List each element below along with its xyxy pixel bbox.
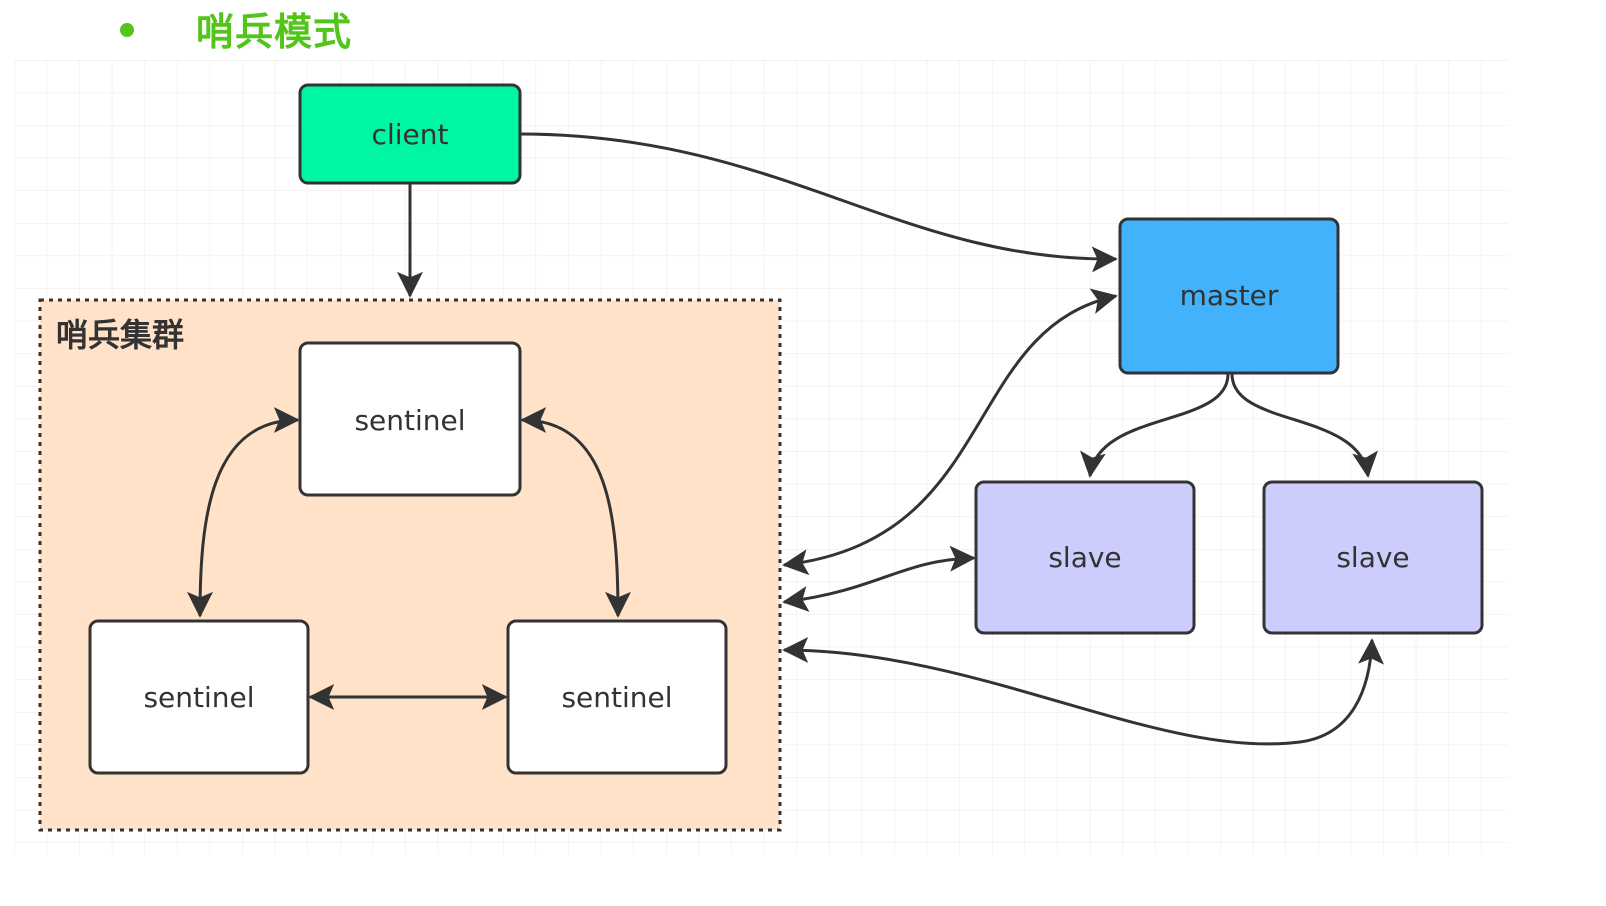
section-heading: 哨兵模式 (120, 4, 352, 54)
bullet-icon (120, 23, 134, 37)
svg-text:sentinel: sentinel (561, 681, 672, 714)
svg-text:client: client (372, 118, 449, 151)
edge-cluster-slave-1 (782, 545, 976, 612)
edge-sentinel-top-right (520, 407, 631, 618)
edge-master-to-slave-2 (1230, 373, 1378, 478)
master-node: master (1118, 217, 1340, 375)
client-node: client (298, 83, 522, 185)
heading-text: 哨兵模式 (196, 9, 353, 54)
sentinel-node-right: sentinel (506, 619, 728, 775)
cluster-label: 哨兵集群 (56, 316, 184, 354)
svg-text:slave: slave (1336, 541, 1409, 574)
edge-sentinel-top-left (187, 407, 300, 618)
svg-text:master: master (1180, 279, 1279, 312)
slave-node-1: slave (974, 480, 1196, 635)
slave-node-2: slave (1262, 480, 1484, 635)
sentinel-node-left: sentinel (88, 619, 310, 775)
edge-cluster-master (782, 288, 1118, 576)
edge-client-to-master (519, 132, 1118, 273)
edge-cluster-slave-2 (782, 637, 1385, 746)
svg-text:slave: slave (1048, 541, 1121, 574)
sentinel-node-top: sentinel (298, 341, 522, 497)
svg-text:sentinel: sentinel (354, 404, 465, 437)
svg-text:sentinel: sentinel (143, 681, 254, 714)
